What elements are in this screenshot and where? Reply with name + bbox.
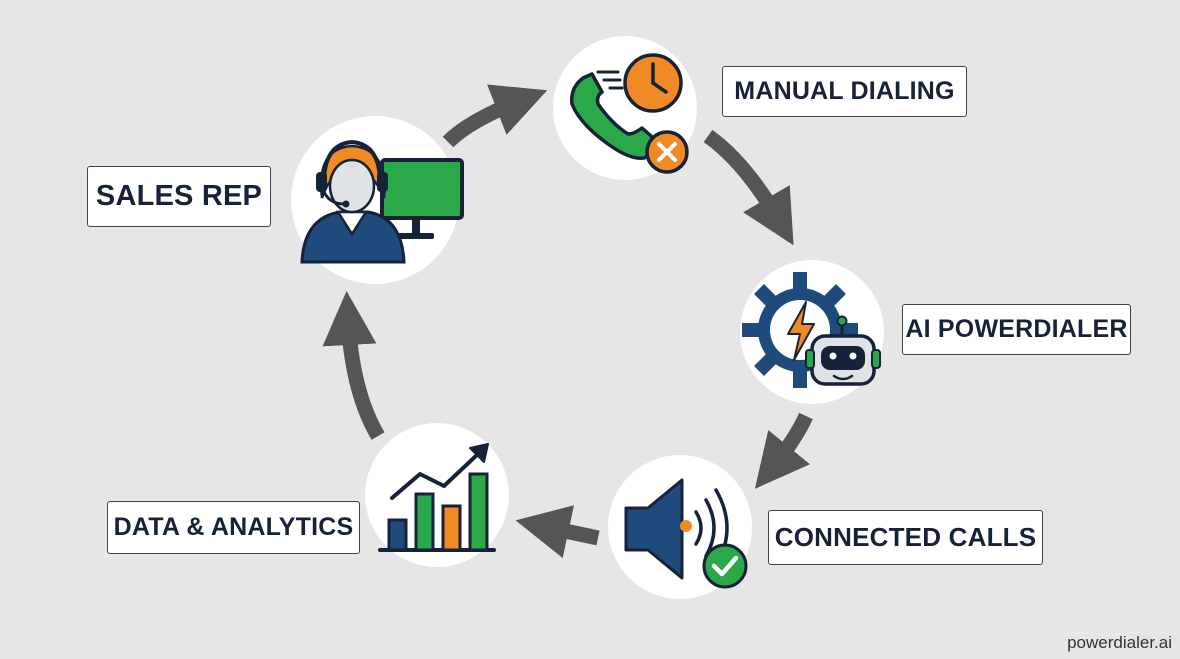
speaker-check-icon [624, 478, 748, 589]
label-manual-dialing: MANUAL DIALING [722, 66, 967, 117]
label-sales-rep: SALES REP [87, 166, 271, 227]
phone-clock-cancel-icon [569, 53, 689, 174]
label-ai-powerdialer: AI POWERDIALER [902, 304, 1131, 355]
headset-agent-monitor-icon [300, 139, 464, 264]
bar-chart-trend-icon [378, 443, 496, 552]
arrow-data-to-sales [322, 291, 385, 440]
label-data-analytics: DATA & ANALYTICS [107, 501, 360, 554]
arrow-connected-to-data [515, 505, 600, 559]
label-connected-calls: CONNECTED CALLS [768, 510, 1043, 565]
arrow-sales-to-manual [442, 84, 548, 148]
arrow-ai-to-connected [754, 412, 813, 489]
gear-bolt-robot-icon [742, 272, 881, 388]
watermark-text: powerdialer.ai [1067, 633, 1172, 652]
arrow-manual-to-ai [703, 129, 794, 246]
